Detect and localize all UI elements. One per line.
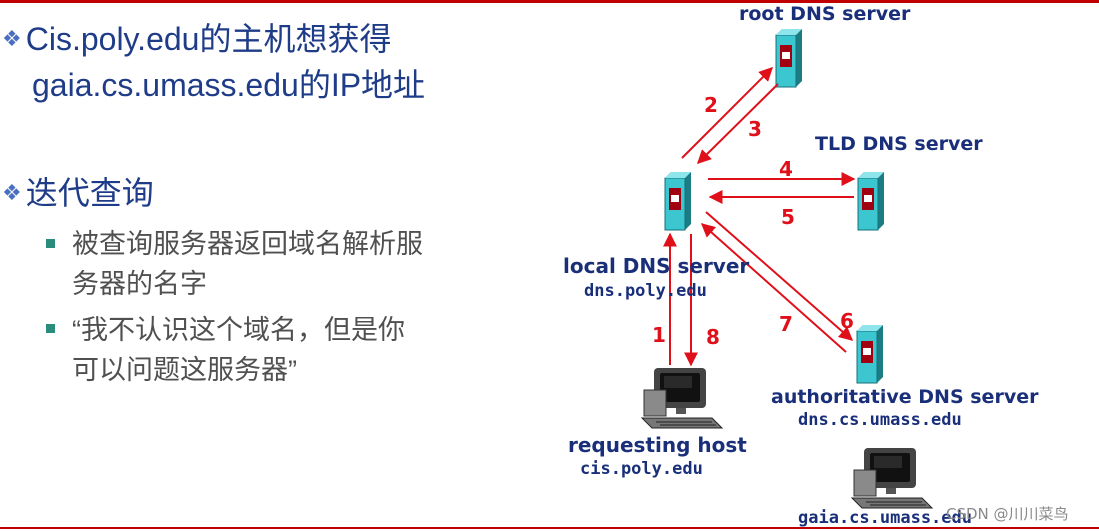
bottom-border <box>0 527 1099 529</box>
square-bullet-icon <box>46 324 55 333</box>
requesting-hostname: cis.poly.edu <box>580 459 703 479</box>
step-number-4: 4 <box>779 157 793 181</box>
step-number-8: 8 <box>706 325 720 349</box>
diamond-bullet-icon: ❖ <box>2 180 22 205</box>
sub-bullet-1-line-2: 务器的名字 <box>72 269 207 299</box>
tld-dns-server-label: TLD DNS server <box>815 133 983 155</box>
root-dns-server-label: root DNS server <box>739 3 911 25</box>
sub-bullet-2-line-2: 可以问题这服务器” <box>72 355 297 385</box>
requesting-host-computer-icon <box>641 367 723 429</box>
local-dns-hostname: dns.poly.edu <box>584 281 707 301</box>
authoritative-dns-server-icon <box>856 324 884 384</box>
text-panel: ❖Cis.poly.edu的主机想获得 gaia.cs.umass.edu的IP… <box>2 18 426 385</box>
step-number-7: 7 <box>779 312 793 336</box>
step-number-1: 1 <box>652 323 666 347</box>
sub-bullet-2-line-1: “我不认识这个域名，但是你 <box>72 315 405 345</box>
target-hostname: gaia.cs.umass.edu <box>798 508 972 528</box>
arrow-step-3 <box>697 83 779 164</box>
bullet-2-text: 迭代查询 <box>25 175 154 211</box>
diamond-bullet-icon: ❖ <box>2 26 22 51</box>
target-host-computer-icon <box>851 447 933 509</box>
local-dns-server-label: local DNS server <box>563 254 750 278</box>
tld-dns-server-icon <box>857 171 885 231</box>
arrow-step-2 <box>681 67 773 159</box>
authoritative-dns-hostname: dns.cs.umass.edu <box>798 410 962 430</box>
requesting-host-label: requesting host <box>568 433 747 457</box>
bullet-1: ❖Cis.poly.edu的主机想获得 <box>2 18 391 60</box>
arrow-step-6 <box>705 211 854 341</box>
bullet-1-line-2: gaia.cs.umass.edu的IP地址 <box>32 67 426 103</box>
square-bullet-icon <box>46 239 55 248</box>
top-border <box>0 0 1099 3</box>
bullet-1-line-1: Cis.poly.edu的主机想获得 <box>25 21 392 57</box>
step-number-6: 6 <box>840 309 854 333</box>
authoritative-dns-server-label: authoritative DNS server <box>771 386 1039 408</box>
arrow-step-7 <box>700 223 847 353</box>
root-dns-server-icon <box>775 28 803 88</box>
step-number-5: 5 <box>781 205 795 229</box>
watermark: CSDN @川川菜鸟 <box>946 505 1069 523</box>
sub-bullet-1-line-1: 被查询服务器返回域名解析服 <box>72 229 423 259</box>
bullet-2: ❖迭代查询 <box>2 172 154 214</box>
step-number-2: 2 <box>704 93 718 117</box>
step-number-3: 3 <box>748 117 762 141</box>
local-dns-server-icon <box>664 171 692 231</box>
